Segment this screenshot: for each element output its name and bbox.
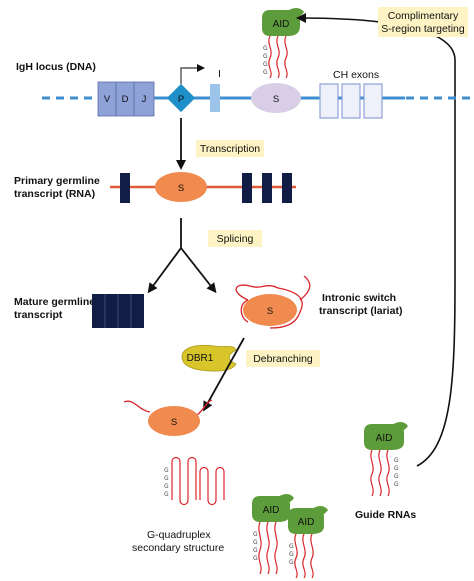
ch-exon [341,83,361,119]
ch-exon [319,83,339,119]
g-letter: G [289,559,294,566]
igh-locus-label: IgH locus (DNA) [16,61,96,73]
dbr1-enzyme: DBR1 [181,344,237,372]
aid-gq-complex-2: AID G G G [288,506,328,579]
aid-top-complex: AID G G G G [262,8,304,79]
splicing-tag: Splicing [217,233,254,245]
g-letter: G [394,457,399,464]
guide-rnas-label: Guide RNAs [355,509,416,521]
g-letter: G [394,473,399,480]
g-letter: G [164,467,169,474]
g-letter: G [253,555,258,562]
d-label: D [122,94,129,105]
g-letter: G [164,475,169,482]
aid-label: AID [376,433,393,444]
transcription-tag: Transcription [200,143,260,155]
dbr1-label: DBR1 [187,353,214,364]
debranched-s-label: S [171,417,177,428]
splicing-right-arrow [180,247,217,294]
intronic-transcript-label-2: transcript (lariat) [319,305,402,317]
g-letter: G [289,543,294,550]
rna-exon-i [120,173,130,203]
primary-transcript-label-2: transcript (RNA) [14,188,95,200]
g-letter: G [394,481,399,488]
debranching-arrow [203,337,245,412]
i-exon [210,84,220,112]
mature-transcript-label-2: transcript [14,309,63,321]
targeting-tag-line1: Complimentary [388,10,459,22]
g-letter: G [164,491,169,498]
targeting-tag-bg [378,7,468,37]
s-region-rna-label: S [178,183,184,194]
s-region-dna-label: S [273,94,279,105]
aid-guide-complex: AID G G G G [364,422,408,497]
mature-transcript [92,294,144,328]
rna-exon-ch [262,173,272,203]
ch-exons-label: CH exons [333,69,379,81]
g-letter: G [253,547,258,554]
promoter-label: P [178,94,184,105]
lariat: S [235,275,311,329]
lariat-s-label: S [267,306,273,317]
intronic-transcript-label-1: Intronic switch [322,292,396,304]
splicing-left-arrow [147,247,182,294]
rna-exon-ch [282,173,292,203]
g-quadruplex: G G G G [164,456,225,506]
g-letter: G [164,483,169,490]
aid-label: AID [263,505,280,516]
aid-gq-complex-1: AID G G G G [252,494,294,575]
g-letter: G [263,45,268,52]
g-letter: G [263,53,268,60]
rna-exon-ch [242,173,252,203]
s-region-rna [155,172,207,202]
primary-transcript-label-1: Primary germline [14,175,100,187]
vdj-block: V D J [97,81,155,117]
j-label: J [142,94,147,105]
aid-top-label: AID [273,19,290,30]
g-letter: G [263,69,268,76]
g-letter: G [289,551,294,558]
mature-transcript-label-1: Mature germline [14,296,95,308]
v-label: V [104,94,111,105]
debranching-tag: Debranching [253,353,313,365]
targeting-tag-line2: S-region targeting [381,23,465,35]
tss-arrow [180,64,205,84]
ch-exon [363,83,383,119]
splicing-tag-bg [208,230,262,247]
g-letter: G [394,465,399,472]
i-exon-label: I [218,68,221,80]
debranched-intron: S [123,399,213,436]
g-letter: G [253,531,258,538]
transcription-tag-bg [196,140,264,157]
g-letter: G [263,61,268,68]
debranching-tag-bg [246,350,320,367]
gq-label-1: G-quadruplex [147,529,211,541]
targeting-arrow [296,13,456,467]
gq-label-2: secondary structure [132,542,224,554]
aid-label: AID [298,517,315,528]
g-letter: G [253,539,258,546]
s-region-dna [251,83,301,113]
